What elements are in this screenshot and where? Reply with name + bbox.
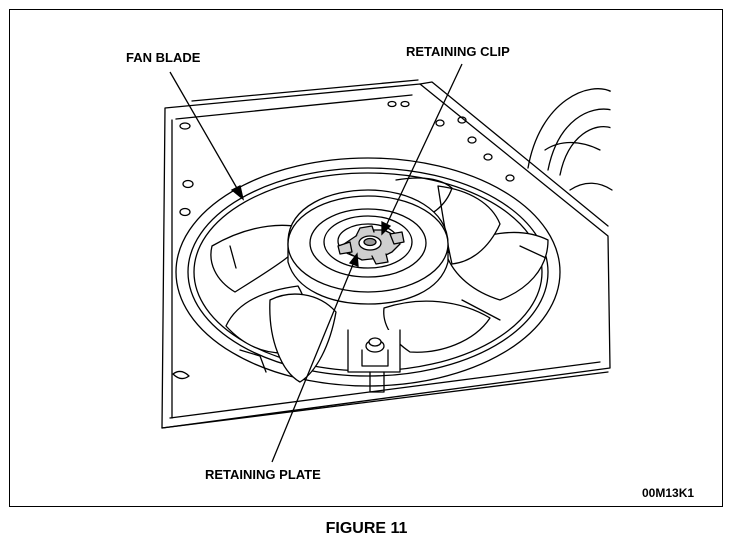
figure-code: 00M13K1 — [642, 486, 695, 500]
retaining-clip-detail — [337, 225, 405, 265]
retaining-clip-label: RETAINING CLIP — [406, 44, 510, 59]
fan-blades — [210, 177, 549, 383]
leader-lines — [169, 63, 463, 463]
fan-blade-leader — [169, 71, 245, 201]
retaining-clip-leader — [381, 63, 463, 236]
second-fan-partial — [527, 88, 614, 191]
motor-bracket — [347, 329, 401, 393]
retaining-plate-leader — [271, 252, 359, 463]
fan-blade-label: FAN BLADE — [126, 50, 201, 65]
retaining-plate-label: RETAINING PLATE — [205, 467, 321, 482]
figure-caption: FIGURE 11 — [325, 520, 408, 537]
